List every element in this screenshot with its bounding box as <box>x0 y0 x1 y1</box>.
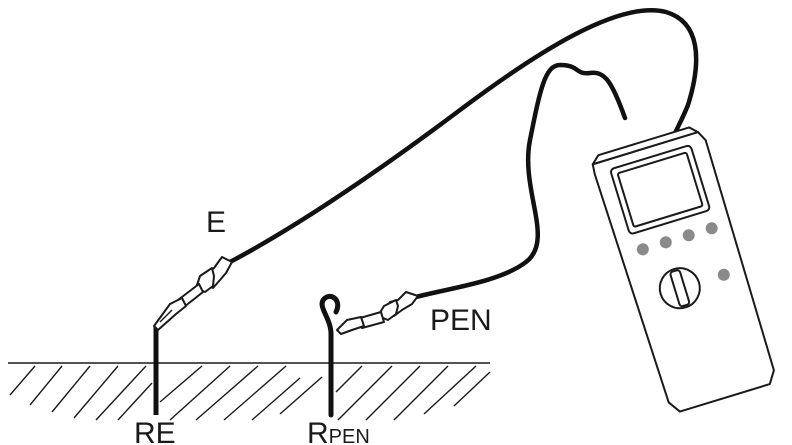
cable-e <box>227 8 699 265</box>
label-re: RE <box>134 417 176 445</box>
label-rpen-suffix: PEN <box>329 426 370 445</box>
tester-button-5[interactable] <box>716 267 731 282</box>
alligator-clip-e <box>153 256 233 331</box>
tester-button-1[interactable] <box>635 242 650 257</box>
tester-button-2[interactable] <box>658 235 673 250</box>
label-rpen-prefix: R <box>307 417 329 445</box>
cable-pen <box>413 62 628 300</box>
label-pen: PEN <box>430 304 492 337</box>
tester-button-4[interactable] <box>704 221 719 236</box>
earth-resistance-tester-icon <box>591 126 775 413</box>
label-rpen: RPEN <box>307 417 370 445</box>
tester-button-3[interactable] <box>681 228 696 243</box>
rpen-electrode-hook <box>319 293 341 418</box>
ground-hatching <box>8 362 491 421</box>
label-e: E <box>206 206 226 239</box>
alligator-clip-pen <box>336 291 419 335</box>
